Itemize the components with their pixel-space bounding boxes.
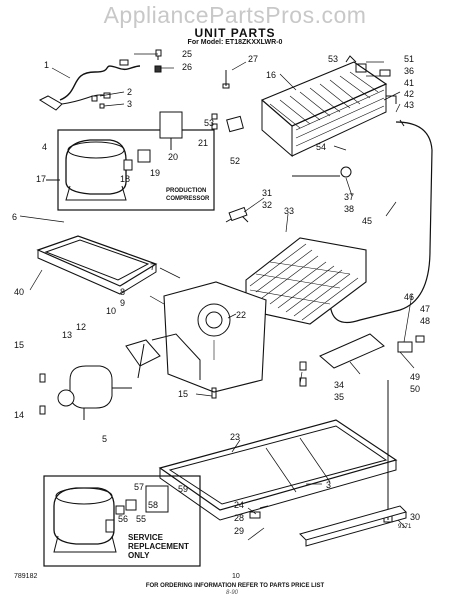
- callout-22: 22: [236, 310, 246, 320]
- callout-35: 35: [334, 392, 344, 402]
- callout-41: 41: [404, 78, 414, 88]
- tubing-drawing: [292, 119, 433, 324]
- fan-bracket-drawing: [151, 281, 267, 399]
- condenser-drawing: [260, 55, 397, 158]
- connector-parts-drawing: [383, 335, 425, 523]
- callout-13: 13: [62, 330, 72, 340]
- small-parts-drawing: [211, 70, 244, 133]
- power-cord-drawing: [38, 59, 141, 111]
- callout-4: 4: [42, 142, 47, 152]
- page-title: UNIT PARTS: [194, 26, 276, 40]
- callout-10: 10: [106, 306, 116, 316]
- callout-45: 45: [362, 216, 372, 226]
- production-compressor-box: [46, 111, 215, 211]
- callout-8: 8: [120, 287, 125, 297]
- callout-48: 48: [420, 316, 430, 326]
- callout-20: 20: [168, 152, 178, 162]
- callout-labels: 1 2 3 4 5 6 7 8 9 10 12 13 14 15 15 16 1…: [12, 49, 430, 560]
- callout-53: 53: [204, 118, 214, 128]
- service-replacement-label-2: REPLACEMENT: [128, 542, 189, 551]
- callout-14: 14: [14, 410, 24, 420]
- production-compressor-label-2: COMPRESSOR: [166, 196, 210, 202]
- fan-motor-drawing: [39, 339, 161, 420]
- callout-16: 16: [266, 70, 276, 80]
- callout-53-upper: 53: [328, 54, 338, 64]
- callout-28: 28: [234, 513, 244, 523]
- callout-12: 12: [76, 322, 86, 332]
- service-replacement-box: [43, 475, 201, 567]
- service-replacement-label-3: ONLY: [128, 551, 150, 560]
- callout-3-lower: 3: [326, 480, 331, 490]
- callout-25: 25: [182, 49, 192, 59]
- evaporator-drawing: [225, 206, 367, 325]
- callout-49: 49: [410, 372, 420, 382]
- callout-52: 52: [230, 156, 240, 166]
- callout-36: 36: [404, 66, 414, 76]
- callout-31: 31: [262, 188, 272, 198]
- callout-9: 9: [120, 298, 125, 308]
- screw-25-26-drawing: [154, 49, 162, 73]
- callout-15-lower: 15: [178, 389, 188, 399]
- callout-40: 40: [14, 287, 24, 297]
- callout-26: 26: [182, 62, 192, 72]
- callout-7: 7: [150, 262, 155, 272]
- callout-50: 50: [410, 384, 420, 394]
- callout-54: 54: [316, 142, 326, 152]
- callout-47: 47: [420, 304, 430, 314]
- callout-58: 58: [148, 500, 158, 510]
- callout-33: 33: [284, 206, 294, 216]
- callout-55: 55: [136, 514, 146, 524]
- callout-2: 2: [127, 87, 132, 97]
- base-rail-drawing: [249, 505, 407, 547]
- callout-30: 30: [410, 512, 420, 522]
- ordering-note: FOR ORDERING INFORMATION REFER TO PARTS …: [145, 583, 325, 589]
- callout-24: 24: [234, 500, 244, 510]
- callout-3: 3: [127, 99, 132, 109]
- service-replacement-label: SERVICE: [128, 533, 164, 542]
- callout-17: 17: [36, 174, 46, 184]
- watermark: AppliancePartsPros.com: [103, 2, 367, 28]
- callout-19: 19: [150, 168, 160, 178]
- document-number: 789182: [14, 573, 38, 580]
- callout-59: 59: [178, 484, 188, 494]
- callout-15: 15: [14, 340, 24, 350]
- leader-lines: [19, 53, 415, 541]
- callout-23: 23: [230, 432, 240, 442]
- callout-42: 42: [404, 89, 414, 99]
- date-code: 8-90: [226, 590, 239, 596]
- callout-43: 43: [404, 100, 414, 110]
- callout-6: 6: [12, 212, 17, 222]
- callout-46: 46: [404, 292, 414, 302]
- callout-32: 32: [262, 200, 272, 210]
- callout-57: 57: [134, 482, 144, 492]
- callout-21: 21: [198, 138, 208, 148]
- figure-code: 9171: [398, 524, 412, 530]
- callout-5: 5: [102, 434, 107, 444]
- production-compressor-label: PRODUCTION: [166, 188, 206, 194]
- callout-29: 29: [234, 526, 244, 536]
- callout-38: 38: [344, 204, 354, 214]
- callout-34: 34: [334, 380, 344, 390]
- callout-1: 1: [44, 60, 49, 70]
- model-line: For Model: ET18ZKXXLWR-0: [187, 39, 283, 46]
- page-number: 10: [232, 573, 240, 580]
- callout-56: 56: [118, 514, 128, 524]
- callout-27: 27: [248, 54, 258, 64]
- callout-18: 18: [120, 174, 130, 184]
- drain-pan-drawing: [36, 235, 158, 295]
- callout-37: 37: [344, 192, 354, 202]
- callout-51: 51: [404, 54, 414, 64]
